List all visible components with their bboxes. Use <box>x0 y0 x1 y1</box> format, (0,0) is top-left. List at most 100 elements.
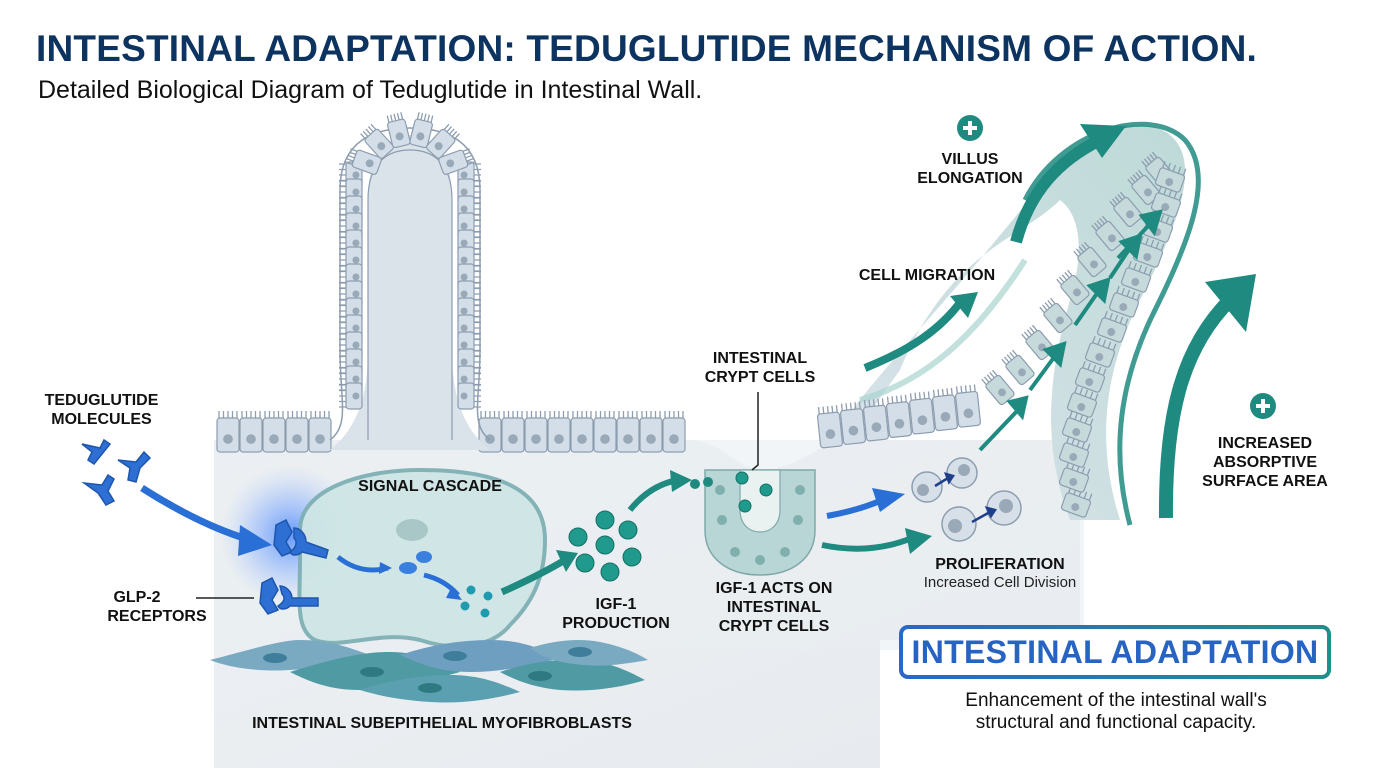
igf1-transfer-arrowhead <box>670 470 692 492</box>
epithelial-cell <box>839 401 867 445</box>
epithelial-cell <box>639 411 663 453</box>
epithelial-cell <box>1109 191 1143 228</box>
villus-elongation-arrow <box>1010 124 1126 244</box>
epithelial-cell <box>547 411 571 453</box>
plus-circle-icon <box>957 115 983 141</box>
epithelial-cell <box>1074 360 1107 393</box>
igf1-label-line2: PRODUCTION <box>562 615 670 632</box>
igf1-particles <box>568 510 642 582</box>
igf-acts-line2: INTESTINAL <box>726 599 822 616</box>
epithelial-cell <box>1154 160 1187 193</box>
epithelial-cell <box>1058 435 1091 468</box>
epithelial-cell <box>478 411 502 453</box>
epithelial-cell <box>285 411 309 453</box>
epithelial-cell <box>426 123 460 159</box>
villus-right-cells <box>981 151 1187 518</box>
proliferation-cells <box>911 457 1022 542</box>
epithelial-cell <box>570 411 594 453</box>
proliferation-label: PROLIFERATION <box>935 556 1065 573</box>
epithelial-cell <box>981 369 1015 406</box>
cell-migration-label: CELL MIGRATION <box>858 267 996 284</box>
teduglutide-label-line1: TEDUGLUTIDE <box>44 392 159 409</box>
crypt-label-line1: INTESTINAL <box>712 350 808 367</box>
villus-label-line1: VILLUS <box>941 151 999 168</box>
epithelial-cell <box>1056 269 1090 306</box>
villus-elongation-label: VILLUS ELONGATION <box>915 150 1025 188</box>
proliferation-arrowhead-blue <box>872 488 905 512</box>
absorptive-label-line1: INCREASED <box>1217 435 1313 452</box>
subepithelial-myofibroblasts <box>210 640 648 703</box>
epithelial-cell <box>262 411 286 453</box>
absorptive-area-label: INCREASED ABSORPTIVE SURFACE AREA <box>1198 434 1332 491</box>
epithelial-cell <box>1066 385 1099 418</box>
glp2-label-line1: GLP-2 <box>113 589 161 606</box>
epithelium-right <box>816 384 982 449</box>
igf-acts-line1: IGF-1 ACTS ON <box>715 580 833 597</box>
epithelial-cell <box>457 382 481 410</box>
epithelial-cell <box>1120 260 1153 293</box>
summary-box: INTESTINAL ADAPTATION <box>899 625 1331 679</box>
crypt-cells-label: INTESTINAL CRYPT CELLS <box>686 349 834 387</box>
summary-title: INTESTINAL ADAPTATION <box>911 633 1319 670</box>
intestinal-crypt <box>690 469 816 576</box>
proliferation-sublabel: Increased Cell Division <box>923 574 1077 591</box>
proliferation-arrow-teal <box>821 535 914 552</box>
epithelial-cell <box>1001 349 1035 386</box>
epithelial-cell <box>1096 310 1129 343</box>
binding-arrowhead <box>238 525 272 556</box>
teduglutide-molecule-icon <box>81 438 152 506</box>
epithelial-cell <box>1127 169 1161 206</box>
proliferation-arrowhead-teal <box>905 528 932 554</box>
epithelial-cell <box>1061 410 1094 443</box>
absorptive-label-line3: SURFACE AREA <box>1202 473 1328 490</box>
epithelial-cell <box>954 384 982 428</box>
epithelial-cell <box>360 123 394 159</box>
villus-label-line2: ELONGATION <box>917 170 1023 187</box>
page-title: INTESTINAL ADAPTATION: TEDUGLUTIDE MECHA… <box>36 28 1257 69</box>
epithelial-cell <box>1060 485 1093 518</box>
epithelium-left <box>216 411 686 453</box>
summary-desc-line1: Enhancement of the intestinal wall's <box>965 690 1267 711</box>
epithelial-cell <box>524 411 548 453</box>
absorptive-area-arrow <box>1158 274 1256 519</box>
igf-acts-line3: CRYPT CELLS <box>718 618 830 635</box>
villus-left <box>329 112 491 450</box>
signal-cascade-label: SIGNAL CASCADE <box>358 478 502 495</box>
epithelial-cell <box>239 411 263 453</box>
epithelial-cell <box>616 411 640 453</box>
myofibroblast-cell <box>297 467 578 649</box>
teduglutide-label: TEDUGLUTIDE MOLECULES <box>34 391 169 429</box>
summary-description: Enhancement of the intestinal wall's str… <box>900 690 1332 734</box>
epithelial-cell <box>593 411 617 453</box>
teduglutide-label-line2: MOLECULES <box>51 411 152 428</box>
glp2-receptor-icon <box>259 518 329 615</box>
epithelial-cell <box>1091 215 1125 252</box>
crypt-label-line2: CRYPT CELLS <box>704 369 816 386</box>
glp2-label-line2: RECEPTORS <box>107 608 207 625</box>
epithelial-cell <box>308 411 332 453</box>
epithelial-cell <box>862 398 890 442</box>
epithelial-cell <box>1108 285 1141 318</box>
igf1-production-label: IGF-1 PRODUCTION <box>548 595 684 633</box>
crypt-leader-line <box>751 392 759 471</box>
summary-desc-line2: structural and functional capacity. <box>975 712 1257 733</box>
epithelial-cell <box>931 387 959 432</box>
epithelial-cell <box>409 112 434 149</box>
igf1-acts-label: IGF-1 ACTS ON INTESTINAL CRYPT CELLS <box>696 579 852 636</box>
epithelial-cell <box>1073 241 1107 278</box>
cell-migration-arrow <box>863 292 978 372</box>
epithelial-cell <box>816 405 844 449</box>
epithelial-cell <box>1058 460 1091 493</box>
epithelial-cell <box>662 411 686 453</box>
epithelial-cell <box>345 148 382 175</box>
plus-circle-icon <box>1250 393 1276 419</box>
epithelial-cell <box>438 148 475 175</box>
epithelial-cell <box>885 394 913 439</box>
igf1-label-line1: IGF-1 <box>595 596 637 613</box>
epithelial-cell <box>1084 335 1117 368</box>
epithelial-cell <box>339 382 363 410</box>
myofibroblasts-label: INTESTINAL SUBEPITHELIAL MYOFIBROBLASTS <box>252 715 632 732</box>
epithelial-cell <box>386 112 411 149</box>
epithelial-cell <box>216 411 240 453</box>
